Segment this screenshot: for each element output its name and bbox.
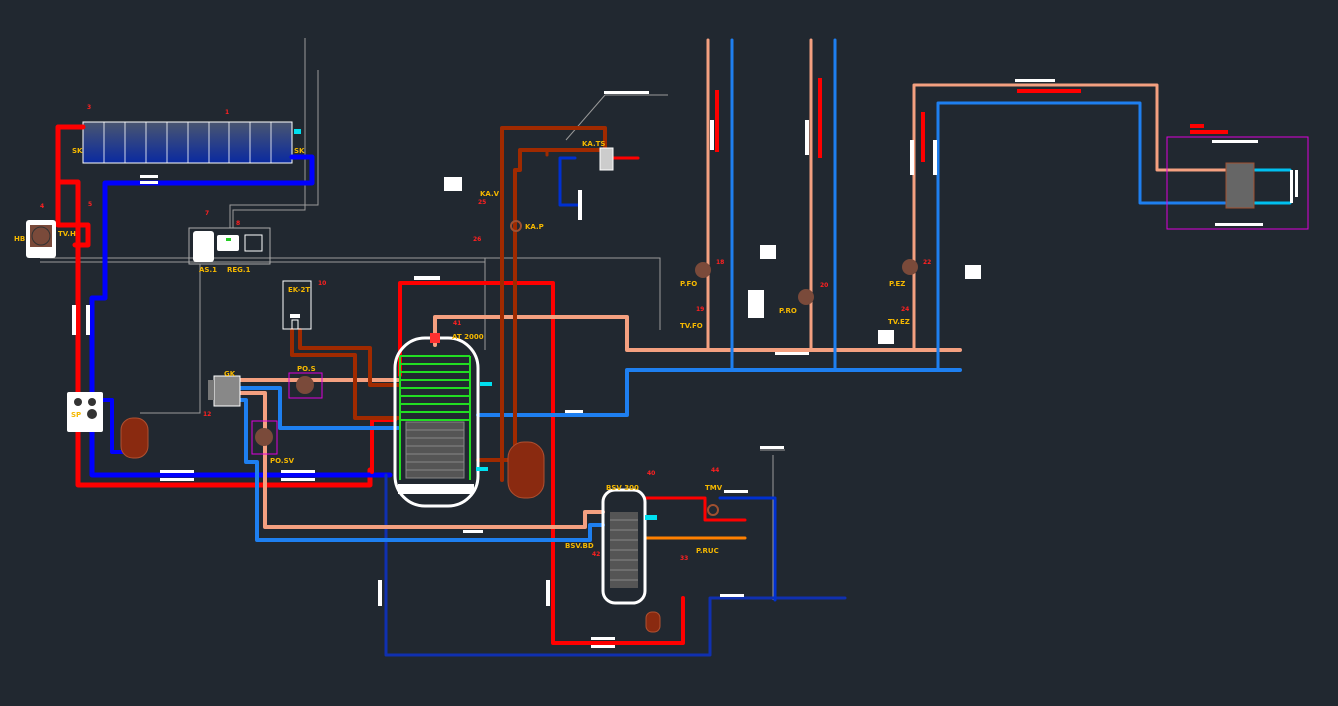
solar-collector (82, 121, 301, 164)
dhw-cold (718, 496, 777, 602)
num-reg: 8 (236, 220, 240, 227)
solar-cold-pipe (89, 154, 393, 478)
dhw-tank (601, 488, 657, 605)
control-wires (40, 38, 785, 600)
num-pez: 22 (923, 259, 931, 266)
solar-pump-station (67, 392, 103, 432)
label-sp: SP (71, 411, 81, 419)
solar-hot-pipe (55, 124, 373, 488)
num-tvez: 24 (901, 306, 909, 313)
label-ka-v: KA.V (480, 190, 500, 198)
accumulation-tank (393, 333, 492, 508)
label-reg1: REG.1 (227, 266, 251, 274)
tank-hot-loop (398, 281, 685, 645)
solar-cold-pipe-sp (101, 398, 127, 454)
heating-flow (433, 315, 962, 352)
riser-markers (715, 78, 1228, 162)
gk-dhw-return (238, 398, 605, 542)
num-ek: 10 (318, 280, 326, 287)
heatpump-loop (55, 179, 91, 248)
label-gk: GK (224, 370, 236, 378)
label-p-ruc: P.RUC (696, 547, 719, 555)
num-collector: 1 (225, 109, 229, 116)
num-kap: 26 (473, 236, 481, 243)
label-tv-ez: TV.EZ (888, 318, 910, 326)
fireplace-exchanger (599, 147, 614, 171)
label-at: AT 2000 (452, 333, 484, 341)
expansion-vessels (120, 417, 661, 633)
ek-return (298, 328, 400, 387)
num-controller: 7 (205, 210, 209, 217)
gk-return (238, 386, 400, 430)
gas-boiler (208, 375, 241, 407)
num-at: 41 (453, 320, 461, 327)
fireplace-flow (500, 126, 607, 482)
dhw-cold-return (384, 473, 847, 657)
num-bd: 42 (592, 551, 600, 558)
pipes (55, 38, 1292, 657)
num-pfo: 18 (716, 259, 724, 266)
electric-boiler (282, 280, 312, 330)
label-bsv: BSV 300 (606, 484, 639, 492)
label-p-ez: P.EZ (889, 280, 905, 288)
label-p-fo: P.FO (680, 280, 697, 288)
num-heatpump: 4 (40, 203, 44, 210)
controller-panel (188, 227, 271, 265)
label-p-ro: P.RO (779, 307, 797, 315)
label-as1: AS.1 (199, 266, 217, 274)
riser-ez-return (936, 101, 1227, 372)
num-tvfo: 19 (696, 306, 704, 313)
callout-numbers: 1 3 4 5 7 8 10 12 25 26 41 18 19 20 22 2… (40, 104, 931, 562)
label-ka-ts: KA.TS (582, 140, 605, 148)
num-vent: 3 (87, 104, 91, 111)
label-ka-p: KA.P (525, 223, 544, 231)
num-valve: 5 (88, 201, 92, 208)
pump-groups (251, 220, 918, 516)
tag-blocks (72, 79, 1298, 648)
num-pro: 20 (820, 282, 828, 289)
fireplace-cold (558, 156, 582, 207)
num-gk: 12 (203, 411, 211, 418)
label-tmv: TMV (705, 484, 723, 492)
label-po-sv: PO.SV (270, 457, 295, 465)
label-tv-h: TV.H (58, 230, 76, 238)
label-heat-pump: HB (14, 235, 25, 243)
heating-return (476, 368, 962, 417)
ek-flow (290, 328, 400, 420)
label-po-s: PO.S (297, 365, 316, 373)
num-kav: 25 (478, 199, 486, 206)
plate-heat-exchanger (1166, 136, 1309, 230)
label-ek: EK-2T (288, 286, 310, 294)
num-tmv: 44 (711, 467, 719, 474)
heat-pump-unit (26, 220, 56, 258)
label-sk-in: SK (72, 147, 83, 155)
dhw-hot (643, 496, 747, 522)
gk-dhw-flow (238, 391, 605, 529)
num-ruc: 33 (680, 555, 688, 562)
label-tv-fo: TV.FO (680, 322, 703, 330)
label-sk-out: SK (294, 147, 305, 155)
riser-ez-flow (912, 83, 1227, 352)
component-labels: SK SK HB TV.H AS.1 REG.1 SP EK-2T GK PO.… (14, 140, 910, 555)
label-bsv-bd: BSV.BD (565, 542, 594, 550)
num-bsv: 40 (647, 470, 655, 477)
